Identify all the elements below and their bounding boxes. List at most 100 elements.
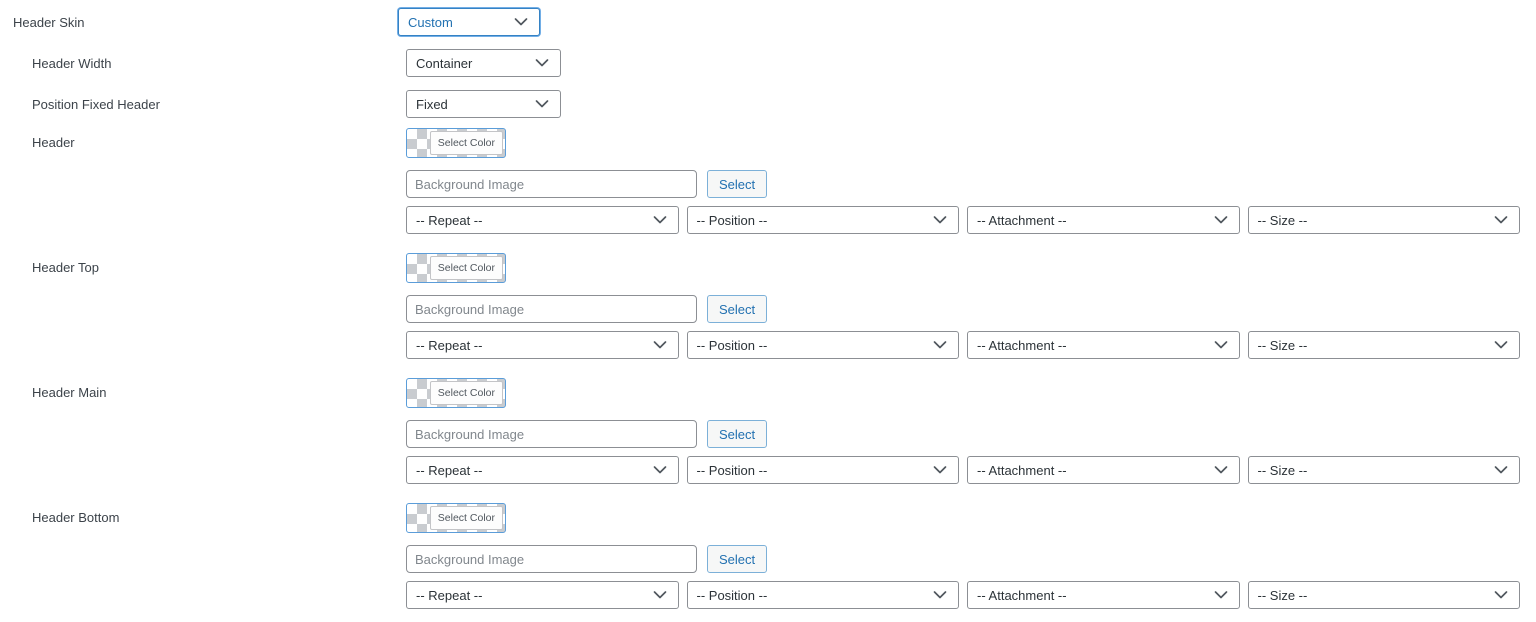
section-content: Select Color Select -- Repeat -- -- Posi…	[406, 503, 1520, 609]
color-picker[interactable]: Select Color	[406, 253, 506, 283]
select-color-button[interactable]: Select Color	[429, 381, 503, 405]
chevron-down-icon	[535, 59, 549, 68]
position-select[interactable]: -- Position --	[686, 456, 959, 484]
header-skin-select[interactable]: Custom	[398, 8, 540, 36]
attachment-select[interactable]: -- Attachment --	[967, 581, 1240, 609]
background-image-row: Select	[406, 170, 1520, 198]
background-image-row: Select	[406, 420, 1520, 448]
theme-options-panel: Header Skin Custom Header Width Containe…	[0, 8, 1536, 609]
select-image-button[interactable]: Select	[707, 295, 768, 323]
field-row-header-skin: Header Skin Custom	[0, 8, 1536, 36]
repeat-select-value: -- Repeat --	[416, 587, 483, 603]
header-skin-select-value: Custom	[408, 14, 453, 30]
chevron-down-icon	[933, 591, 947, 600]
position-select[interactable]: -- Position --	[686, 581, 959, 609]
select-color-button[interactable]: Select Color	[429, 256, 503, 280]
attachment-select[interactable]: -- Attachment --	[967, 331, 1240, 359]
background-image-input[interactable]	[406, 170, 697, 198]
chevron-down-icon	[1494, 341, 1508, 350]
section-content: Select Color Select -- Repeat -- -- Posi…	[406, 253, 1520, 359]
attachment-select-value: -- Attachment --	[977, 337, 1067, 353]
section-content: Select Color Select -- Repeat -- -- Posi…	[406, 378, 1520, 484]
section-header: Header Select Color Select -- Repeat -- …	[0, 128, 1536, 234]
header-width-label: Header Width	[32, 55, 112, 71]
background-options-row: -- Repeat -- -- Position -- -- Attachmen…	[406, 456, 1520, 484]
color-picker[interactable]: Select Color	[406, 503, 506, 533]
header-width-select[interactable]: Container	[406, 49, 561, 77]
position-select-value: -- Position --	[696, 337, 768, 353]
chevron-down-icon	[1494, 466, 1508, 475]
attachment-select-value: -- Attachment --	[977, 212, 1067, 228]
position-fixed-header-select[interactable]: Fixed	[406, 90, 561, 118]
select-color-button[interactable]: Select Color	[429, 506, 503, 530]
repeat-select-value: -- Repeat --	[416, 212, 483, 228]
chevron-down-icon	[1214, 591, 1228, 600]
position-select-value: -- Position --	[696, 212, 768, 228]
attachment-select-value: -- Attachment --	[977, 462, 1067, 478]
position-fixed-header-label: Position Fixed Header	[32, 96, 160, 112]
field-row-header-width: Header Width Container	[0, 49, 1536, 77]
chevron-down-icon	[933, 341, 947, 350]
size-select[interactable]: -- Size --	[1247, 456, 1520, 484]
position-select[interactable]: -- Position --	[686, 206, 959, 234]
section-label: Header Bottom	[32, 510, 120, 525]
size-select-value: -- Size --	[1257, 587, 1308, 603]
attachment-select-value: -- Attachment --	[977, 587, 1067, 603]
select-color-button[interactable]: Select Color	[429, 131, 503, 155]
chevron-down-icon	[933, 466, 947, 475]
attachment-select[interactable]: -- Attachment --	[967, 206, 1240, 234]
field-row-position-fixed-header: Position Fixed Header Fixed	[0, 90, 1536, 118]
attachment-select[interactable]: -- Attachment --	[967, 456, 1240, 484]
size-select-value: -- Size --	[1257, 462, 1308, 478]
background-options-row: -- Repeat -- -- Position -- -- Attachmen…	[406, 581, 1520, 609]
size-select[interactable]: -- Size --	[1247, 581, 1520, 609]
header-skin-label: Header Skin	[13, 14, 85, 30]
repeat-select[interactable]: -- Repeat --	[406, 456, 679, 484]
size-select-value: -- Size --	[1257, 212, 1308, 228]
chevron-down-icon	[653, 466, 667, 475]
chevron-down-icon	[514, 18, 528, 27]
section-header-bottom: Header Bottom Select Color Select -- Rep…	[0, 503, 1536, 609]
section-content: Select Color Select -- Repeat -- -- Posi…	[406, 128, 1520, 234]
position-fixed-header-select-value: Fixed	[416, 96, 448, 112]
size-select[interactable]: -- Size --	[1247, 331, 1520, 359]
chevron-down-icon	[653, 216, 667, 225]
chevron-down-icon	[1494, 591, 1508, 600]
background-options-row: -- Repeat -- -- Position -- -- Attachmen…	[406, 331, 1520, 359]
chevron-down-icon	[1214, 466, 1228, 475]
background-options-row: -- Repeat -- -- Position -- -- Attachmen…	[406, 206, 1520, 234]
chevron-down-icon	[1214, 341, 1228, 350]
background-image-input[interactable]	[406, 420, 697, 448]
section-label: Header Top	[32, 260, 99, 275]
chevron-down-icon	[1214, 216, 1228, 225]
repeat-select-value: -- Repeat --	[416, 462, 483, 478]
position-select-value: -- Position --	[696, 587, 768, 603]
background-image-input[interactable]	[406, 295, 697, 323]
section-header-main: Header Main Select Color Select -- Repea…	[0, 378, 1536, 484]
section-label: Header Main	[32, 385, 107, 400]
background-image-row: Select	[406, 295, 1520, 323]
repeat-select-value: -- Repeat --	[416, 337, 483, 353]
position-select[interactable]: -- Position --	[686, 331, 959, 359]
repeat-select[interactable]: -- Repeat --	[406, 331, 679, 359]
repeat-select[interactable]: -- Repeat --	[406, 206, 679, 234]
chevron-down-icon	[1494, 216, 1508, 225]
background-image-input[interactable]	[406, 545, 697, 573]
repeat-select[interactable]: -- Repeat --	[406, 581, 679, 609]
size-select-value: -- Size --	[1257, 337, 1308, 353]
header-width-select-value: Container	[416, 55, 473, 71]
section-label: Header	[32, 135, 75, 150]
position-select-value: -- Position --	[696, 462, 768, 478]
color-picker[interactable]: Select Color	[406, 378, 506, 408]
chevron-down-icon	[653, 591, 667, 600]
select-image-button[interactable]: Select	[707, 545, 768, 573]
select-image-button[interactable]: Select	[707, 170, 768, 198]
color-picker[interactable]: Select Color	[406, 128, 506, 158]
select-image-button[interactable]: Select	[707, 420, 768, 448]
size-select[interactable]: -- Size --	[1247, 206, 1520, 234]
chevron-down-icon	[653, 341, 667, 350]
section-header-top: Header Top Select Color Select -- Repeat…	[0, 253, 1536, 359]
chevron-down-icon	[933, 216, 947, 225]
chevron-down-icon	[535, 100, 549, 109]
background-image-row: Select	[406, 545, 1520, 573]
